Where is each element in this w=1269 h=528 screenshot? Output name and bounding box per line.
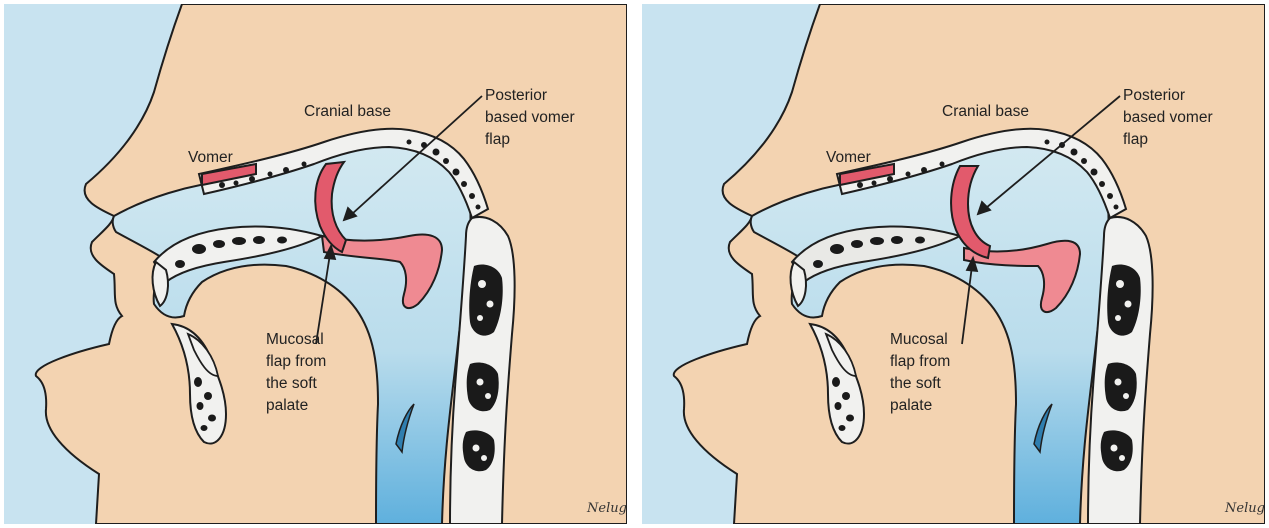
label-posterior-flap-line2: based vomer [485,109,575,126]
label-posterior-flap-line3: flap [1123,131,1148,148]
label-vomer: Vomer [826,149,871,166]
label-posterior-flap-line2: based vomer [1123,109,1213,126]
label-posterior-flap-line1: Posterior [1123,87,1185,104]
diagram-panel-left: Cranial base Vomer Posterior based vomer… [4,4,627,524]
label-mucosal-flap-line1: Mucosal [890,331,948,348]
label-mucosal-flap-line4: palate [890,397,932,414]
diagram-panel-right: Cranial base Vomer Posterior based vomer… [642,4,1265,524]
label-vomer: Vomer [188,149,233,166]
artist-signature: Nelugi [1224,501,1265,516]
label-mucosal-flap-line2: flap from [266,353,326,370]
sagittal-head-diagram-right: Cranial base Vomer Posterior based vomer… [642,4,1265,524]
label-mucosal-flap-line1: Mucosal [266,331,324,348]
label-posterior-flap-line3: flap [485,131,510,148]
label-cranial-base: Cranial base [942,103,1029,120]
label-posterior-flap-line1: Posterior [485,87,547,104]
label-mucosal-flap-line3: the soft [266,375,318,392]
label-mucosal-flap-line4: palate [266,397,308,414]
label-mucosal-flap-line3: the soft [890,375,942,392]
artist-signature: Nelugi [586,501,627,516]
sagittal-head-diagram-left: Cranial base Vomer Posterior based vomer… [4,4,627,524]
label-cranial-base: Cranial base [304,103,391,120]
label-mucosal-flap-line2: flap from [890,353,950,370]
